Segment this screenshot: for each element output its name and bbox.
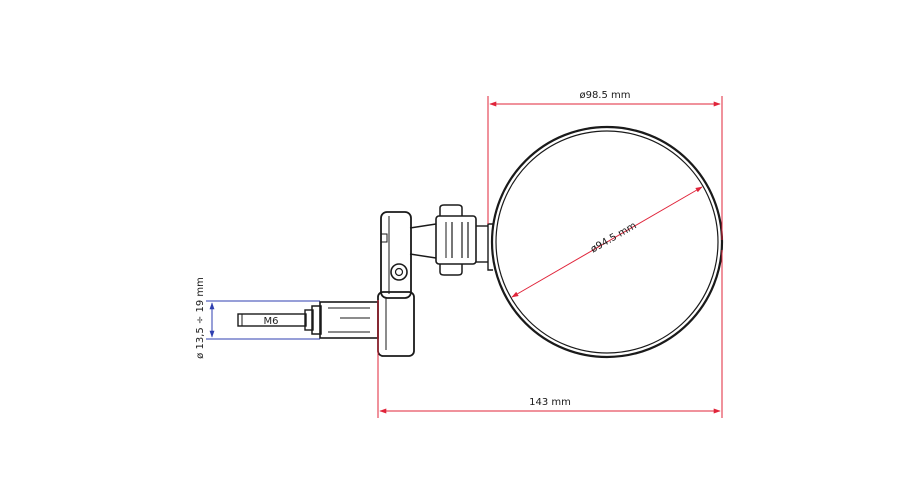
bar-end-insert	[237, 301, 379, 339]
mirror-head	[487, 125, 724, 359]
outer-diameter-dimension: ø98.5 mm	[487, 90, 723, 240]
hinge-joint	[409, 204, 488, 276]
thread-label: M6	[264, 316, 279, 327]
clamp-range-label: ø 13,5 ÷ 19 mm	[195, 277, 206, 359]
clamp-body	[377, 211, 415, 357]
total-length-dimension: 143 mm	[377, 250, 723, 418]
inner-diameter-dimension: ø94.5 mm	[511, 186, 703, 298]
total-length-label: 143 mm	[529, 397, 571, 408]
inner-diameter-label: ø94.5 mm	[589, 220, 639, 255]
outer-diameter-label: ø98.5 mm	[579, 90, 630, 101]
clamp-range-dimension: ø 13,5 ÷ 19 mm	[195, 277, 320, 359]
